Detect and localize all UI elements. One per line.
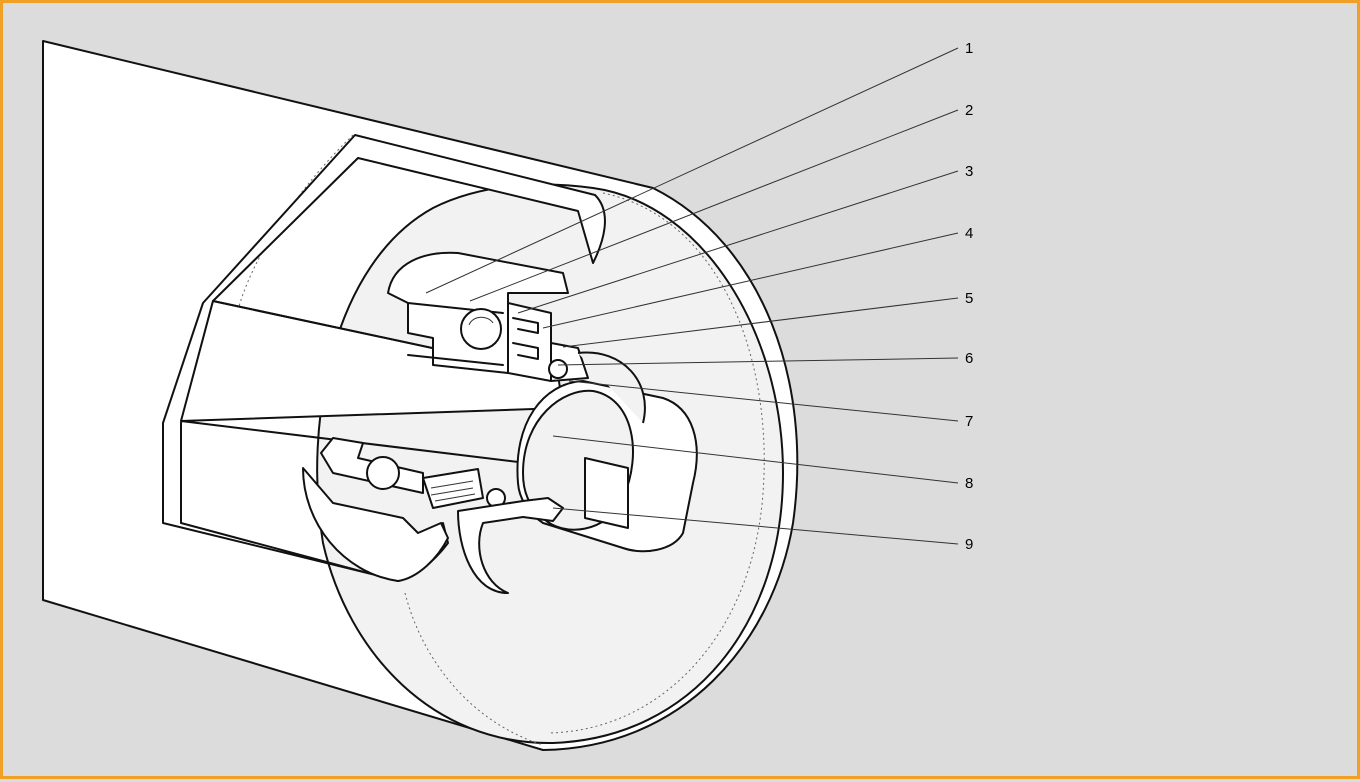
callout-3: 3 [965, 163, 973, 180]
leader-lines [425, 47, 959, 545]
lower-bearing-assembly [302, 437, 564, 594]
callout-9: 9 [965, 536, 973, 553]
idler-roller-cutaway-diagram: 1 2 3 4 5 6 7 8 9 [42, 40, 973, 751]
callout-4: 4 [965, 225, 973, 242]
callout-labels: 1 2 3 4 5 6 7 8 9 [965, 40, 973, 553]
upper-bearing-assembly [387, 251, 616, 404]
callout-8: 8 [965, 475, 973, 492]
callout-6: 6 [965, 350, 973, 367]
callout-5: 5 [965, 290, 973, 307]
callout-2: 2 [965, 102, 973, 119]
callout-1: 1 [965, 40, 973, 57]
callout-7: 7 [965, 413, 973, 430]
